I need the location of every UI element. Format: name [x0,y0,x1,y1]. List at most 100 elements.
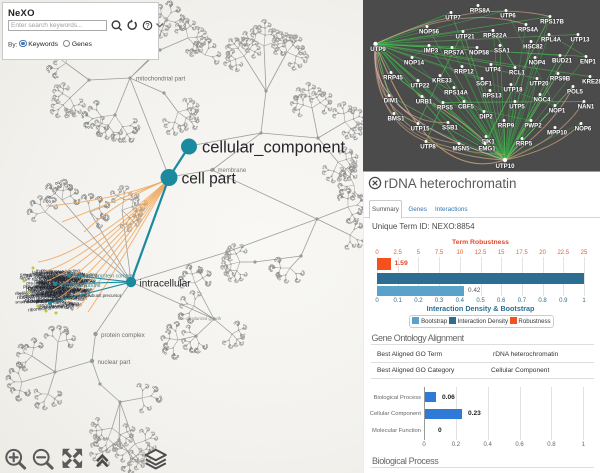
svg-text:90S preribosome: 90S preribosome [53,280,87,289]
svg-text:RRP45: RRP45 [383,75,403,82]
svg-text:ribosomal RNA binding: ribosomal RNA binding [17,291,70,302]
svg-text:ribonucleoprotein granule: ribonucleoprotein granule [44,277,96,283]
svg-text:UTP7: UTP7 [445,15,461,22]
svg-text:UTP8: UTP8 [420,144,436,151]
svg-text:HSC82: HSC82 [523,44,543,51]
svg-text:rRNA metabolic process: rRNA metabolic process [26,282,82,293]
svg-text:DIM1: DIM1 [384,98,399,105]
svg-text:NOP56: NOP56 [419,29,440,36]
svg-text:RPS14A: RPS14A [444,90,468,97]
svg-text:rRNA processing: rRNA processing [22,295,61,302]
svg-text:UTP20: UTP20 [530,81,550,88]
svg-text:NOP14: NOP14 [404,60,425,67]
svg-text:rRNA export: rRNA export [39,277,66,286]
svg-text:nucleolus organizer: nucleolus organizer [24,297,67,305]
svg-text:nuclear part: nuclear part [98,359,131,366]
svg-text:RPS4A: RPS4A [518,27,539,34]
svg-text:UTP9: UTP9 [370,46,386,53]
svg-text:small subunit processome: small subunit processome [20,272,82,282]
svg-text:NAN1: NAN1 [578,104,595,111]
svg-text:ribosomal RNA binding: ribosomal RNA binding [47,272,98,281]
svg-text:MPP10: MPP10 [547,130,568,137]
svg-text:SOF1: SOF1 [476,81,493,88]
svg-text:SSA1: SSA1 [494,48,511,55]
svg-text:UTP6: UTP6 [500,13,516,20]
svg-text:BUD21: BUD21 [552,58,573,65]
svg-text:UTP13: UTP13 [571,37,591,44]
svg-text:ribosomal RNA binding: ribosomal RNA binding [33,268,80,276]
svg-text:RPS7A: RPS7A [444,50,465,57]
svg-text:RRP9: RRP9 [498,123,515,130]
svg-text:ribonucleoprotein granule: ribonucleoprotein granule [28,302,83,314]
svg-text:nucleolar part: nucleolar part [40,287,68,295]
svg-text:ribosomal small subunit: ribosomal small subunit [29,287,79,299]
svg-text:UTP18: UTP18 [504,87,524,94]
svg-text:RPS13: RPS13 [482,93,502,100]
svg-text:BMS1: BMS1 [388,116,406,123]
svg-text:subunit precursor: subunit precursor [47,293,85,303]
svg-text:processome complex: processome complex [23,284,68,291]
svg-text:POL5: POL5 [567,89,584,96]
svg-text:CBF5: CBF5 [458,104,475,111]
svg-text:small subunit processome: small subunit processome [15,297,64,305]
svg-text:processome complex: processome complex [42,293,88,302]
svg-text:pre-rRNA complex: pre-rRNA complex [26,280,65,288]
svg-text:nucleolus organizer: nucleolus organizer [18,291,56,299]
svg-text:RPS9B: RPS9B [550,76,571,83]
svg-text:ribosome assembly: ribosome assembly [38,301,76,310]
svg-text:KRE28: KRE28 [582,79,600,86]
svg-text:ribosomal subunit: ribosomal subunit [59,283,101,289]
svg-text:intracellular: intracellular [140,279,192,290]
svg-text:UTP21: UTP21 [456,34,476,41]
svg-text:ribonucleoprotein granule: ribonucleoprotein granule [15,284,63,296]
svg-text:KRE33: KRE33 [432,78,452,85]
svg-text:SSB1: SSB1 [442,125,459,132]
svg-text:ribosomal subunit precursor: ribosomal subunit precursor [67,293,122,298]
svg-text:subunit precursor: subunit precursor [29,289,64,295]
svg-text:90S preribosome: 90S preribosome [39,276,74,282]
svg-text:processome complex: processome complex [35,294,80,304]
svg-text:MSN5: MSN5 [453,146,471,153]
svg-text:cellular_component: cellular_component [202,139,346,157]
svg-text:90S preribosome: 90S preribosome [36,292,70,298]
svg-text:nucleolus organizer: nucleolus organizer [46,274,91,284]
svg-text:SIK1: SIK1 [481,139,495,146]
svg-text:snoRNA binding: snoRNA binding [56,285,88,293]
svg-text:small subunit processome: small subunit processome [31,287,93,298]
svg-text:pre-rRNA complex: pre-rRNA complex [46,285,83,293]
svg-text:ENP1: ENP1 [580,59,597,66]
svg-text:ribonucleoprotein complex: ribonucleoprotein complex [74,274,136,280]
svg-text:NOC4: NOC4 [534,97,552,104]
svg-text:ribosome biogenesis: ribosome biogenesis [34,290,75,296]
svg-text:RPL4A: RPL4A [541,37,562,44]
svg-text:DIP2: DIP2 [479,114,493,121]
svg-text:RRP12: RRP12 [454,69,474,76]
svg-text:ribosome biogenesis: ribosome biogenesis [43,284,91,296]
svg-text:UTP5: UTP5 [509,104,525,111]
svg-text:cell part: cell part [182,171,237,188]
svg-text:NOP6: NOP6 [575,126,592,133]
svg-text:UTP15: UTP15 [411,126,431,133]
svg-text:EMG1: EMG1 [478,146,496,153]
svg-text:RPS5: RPS5 [437,105,454,112]
svg-text:preribosome assembly: preribosome assembly [40,285,87,294]
svg-text:RPS17B: RPS17B [540,19,564,26]
svg-text:NOP4: NOP4 [529,60,546,67]
svg-text:membrane: membrane [218,168,247,174]
svg-text:URB1: URB1 [416,99,433,106]
svg-text:ribosome assembly: ribosome assembly [26,285,65,295]
svg-text:RRP5: RRP5 [516,141,533,148]
svg-text:protein complex: protein complex [101,332,146,339]
svg-text:UTP22: UTP22 [411,83,431,90]
svg-text:rRNA export: rRNA export [35,285,59,290]
svg-text:IMP3: IMP3 [424,48,439,55]
svg-text:translation preinit: translation preinit [25,270,66,279]
svg-text:rRNA processing: rRNA processing [48,288,87,299]
svg-text:RPS22A: RPS22A [483,33,507,40]
svg-text:pre-rRNA complex: pre-rRNA complex [51,288,91,297]
svg-text:rRNA metabolic process: rRNA metabolic process [37,278,93,287]
svg-text:mitochondrial part: mitochondrial part [136,76,185,83]
svg-text:NOP58: NOP58 [469,50,490,57]
svg-text:snoRNA binding: snoRNA binding [39,302,74,311]
svg-text:?: ? [145,21,149,30]
